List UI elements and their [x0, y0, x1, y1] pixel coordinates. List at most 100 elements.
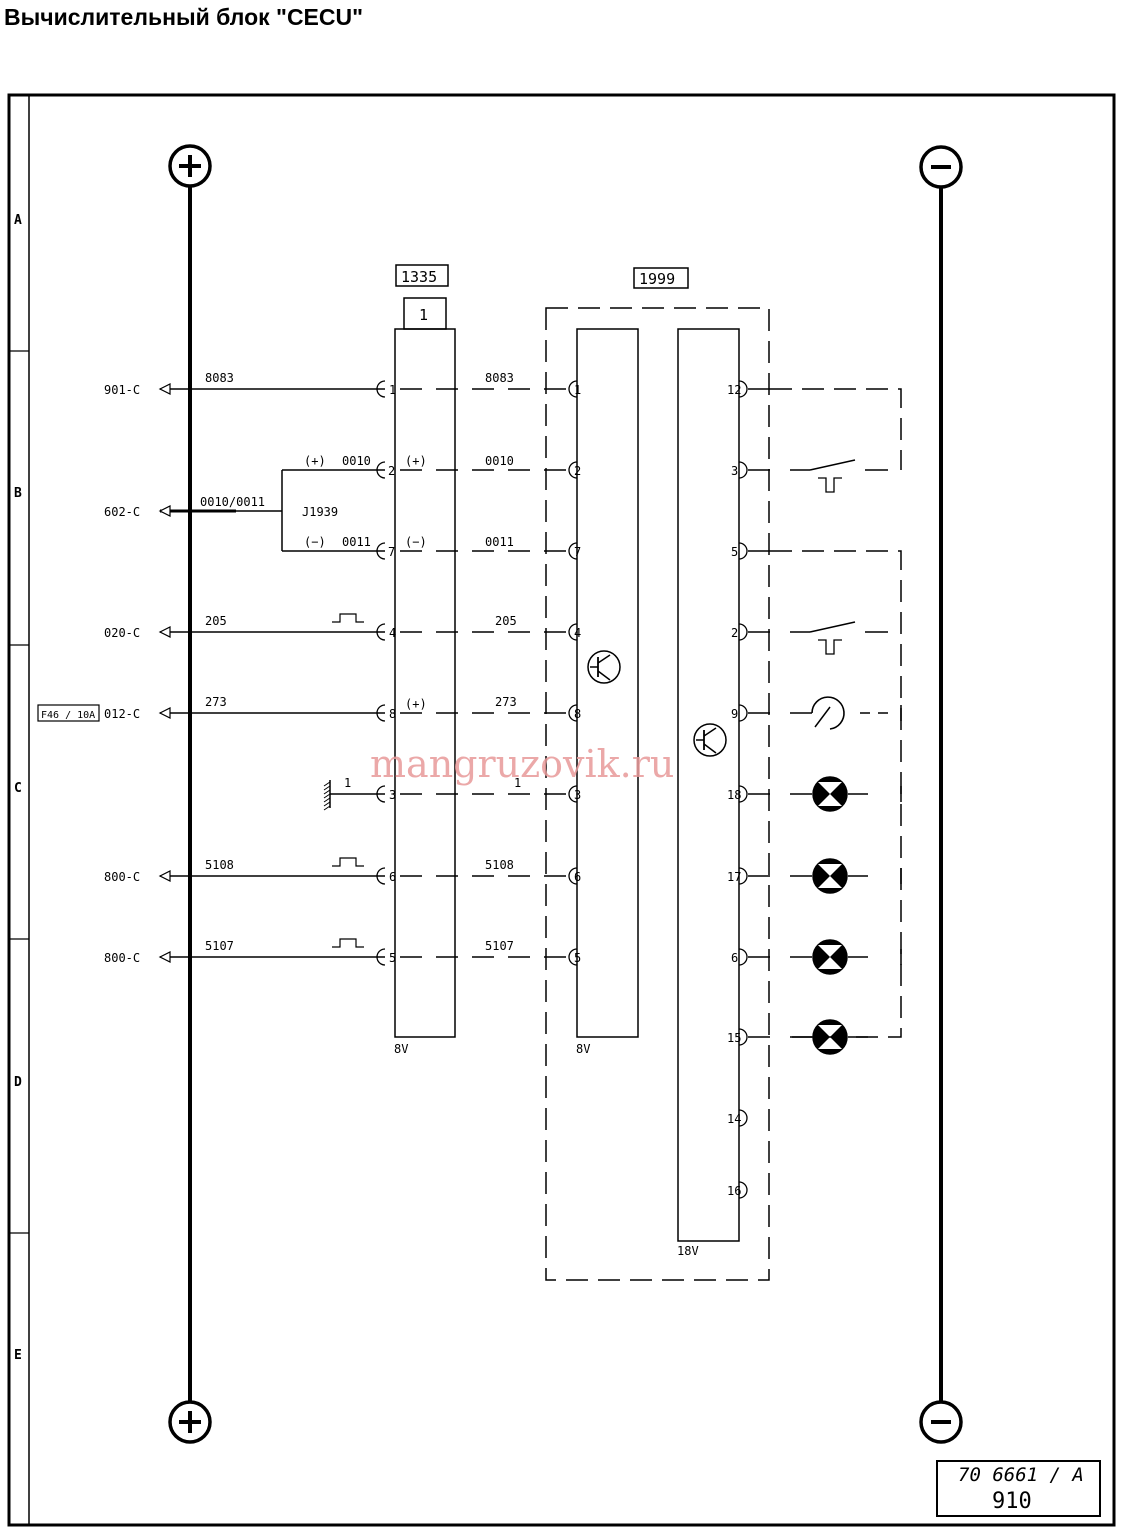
pin-ecu-right: 16: [727, 1184, 741, 1198]
connector-1335-type: 8V: [394, 1042, 408, 1056]
wire-number: 5107: [205, 939, 234, 953]
right-wiring: 12 3 5 2 9 18 17 6 15 14 16: [727, 380, 902, 1199]
can-plus-sign-2: (+): [405, 454, 427, 468]
fuse-tag: F46 / 10A: [41, 710, 95, 721]
pin-ecu: 5: [574, 951, 581, 965]
pin-ecu-right: 17: [727, 870, 741, 884]
right-pin-row: 6: [731, 939, 902, 975]
stamp-line-2: 910: [992, 1489, 1032, 1514]
terminal-id: 800-C: [104, 870, 140, 884]
ecu-1999-label: 1999: [639, 270, 675, 288]
pin8-sign: (+): [405, 697, 427, 711]
connector-1335-label: 1335: [401, 268, 437, 286]
can-plus-wire-2: 0010: [485, 454, 514, 468]
row-label-d: D: [14, 1075, 22, 1090]
transistor-icon: [693, 723, 727, 757]
arrow-left-icon: [158, 626, 171, 638]
left-row: 901-C 8083 1 8083 1: [104, 371, 581, 398]
pin-ecu-right: 14: [727, 1112, 741, 1126]
pin-ecu: 4: [574, 626, 581, 640]
pin-ecu-right: 15: [727, 1031, 741, 1045]
pin-ecu: 6: [574, 870, 581, 884]
pin-1335: 6: [389, 870, 396, 884]
pin-1335: 8: [389, 707, 396, 721]
pin-ecu-right: 12: [727, 383, 741, 397]
pulse-signal-icon: [332, 857, 364, 867]
can-minus-sign-2: (−): [405, 535, 427, 549]
wire-number: 205: [205, 614, 227, 628]
wire-number-2: 8083: [485, 371, 514, 385]
drawing-stamp: 70 6661 / A 910: [936, 1460, 1101, 1517]
pulse-signal-icon: [332, 613, 364, 623]
pin-ecu-right: 6: [731, 951, 738, 965]
pin-ecu: 8: [574, 707, 581, 721]
watermark: mangruzovik.ru: [370, 742, 674, 786]
wire-number: 8083: [205, 371, 234, 385]
terminal-id: 901-C: [104, 383, 140, 397]
pin-ecu-2: 2: [574, 464, 581, 478]
pin-1335: 5: [389, 951, 396, 965]
row-label-c: C: [14, 781, 22, 796]
pulse-signal-icon: [332, 938, 364, 948]
pin-ecu-right: 5: [731, 545, 738, 559]
arrow-left-icon: [158, 951, 171, 963]
ecu-18v-type: 18V: [677, 1244, 699, 1258]
wire-number: 1: [344, 776, 351, 790]
right-pin-row: 2: [731, 621, 888, 655]
right-pin-row: 16: [727, 1181, 748, 1199]
wire-number-2: 5108: [485, 858, 514, 872]
right-pin-row: 14: [727, 1109, 748, 1127]
can-bus-j1939: 602-C 0010/0011 J1939 (+) 0010 (−) 0011 …: [104, 454, 581, 559]
right-pin-row: 5: [731, 542, 770, 560]
frame-border: [7, 93, 1116, 1527]
pin-ecu: 3: [574, 788, 581, 802]
can-minus-wire-2: 0011: [485, 535, 514, 549]
fuse-tag-box: [37, 704, 100, 722]
pin-1335: 1: [389, 383, 396, 397]
right-pin-row: 12: [727, 380, 770, 398]
pin-1335: 3: [389, 788, 396, 802]
row-label-e: E: [14, 1348, 22, 1363]
can-minus-wire: 0011: [342, 535, 371, 549]
wire-number-2: 273: [495, 695, 517, 709]
can-plus-wire: 0010: [342, 454, 371, 468]
connector-1335: 1335 1 8V: [394, 264, 456, 1056]
right-pin-row: 18: [727, 776, 902, 812]
ecu-8v-type: 8V: [576, 1042, 590, 1056]
pin-ecu-right: 2: [731, 626, 738, 640]
terminal-id: 020-C: [104, 626, 140, 640]
row-label-b: B: [14, 486, 22, 501]
wire-number: 273: [205, 695, 227, 709]
left-row: 012-C 273 8 273 8: [104, 695, 581, 722]
page-title: Вычислительный блок "CECU": [4, 4, 364, 30]
row-label-a: A: [14, 213, 22, 228]
transistor-icon: [587, 650, 621, 684]
can-minus-sign: (−): [304, 535, 326, 549]
switch-icon: [809, 621, 856, 633]
switch-icon: [809, 459, 856, 471]
pin-ecu-7: 7: [574, 545, 581, 559]
right-pin-row: 9: [731, 696, 902, 730]
pin-ecu-right: 18: [727, 788, 741, 802]
plus-rail: [168, 144, 212, 1444]
pin-ecu: 1: [574, 383, 581, 397]
connector-1335-index: 1: [419, 306, 428, 324]
arrow-left-icon: [158, 707, 171, 719]
arrow-left-icon: [158, 383, 171, 395]
pin-ecu-right: 9: [731, 707, 738, 721]
can-bus-label: J1939: [302, 505, 338, 519]
load-loops: [770, 388, 902, 1038]
arrow-left-icon: [158, 505, 171, 517]
right-pin-row: 3: [731, 459, 888, 493]
right-pin-row: 17: [727, 858, 902, 894]
stamp-line-1: 70 6661 / A: [958, 1464, 1084, 1486]
left-wiring: 901-C8083180831020-C20542054012-C2738273…: [104, 371, 581, 966]
row-dividers: [9, 350, 29, 1234]
sensor-gauge-icon: [811, 696, 845, 730]
pin-1335: 4: [389, 626, 396, 640]
terminal-id: 012-C: [104, 707, 140, 721]
pin-ecu-right: 3: [731, 464, 738, 478]
